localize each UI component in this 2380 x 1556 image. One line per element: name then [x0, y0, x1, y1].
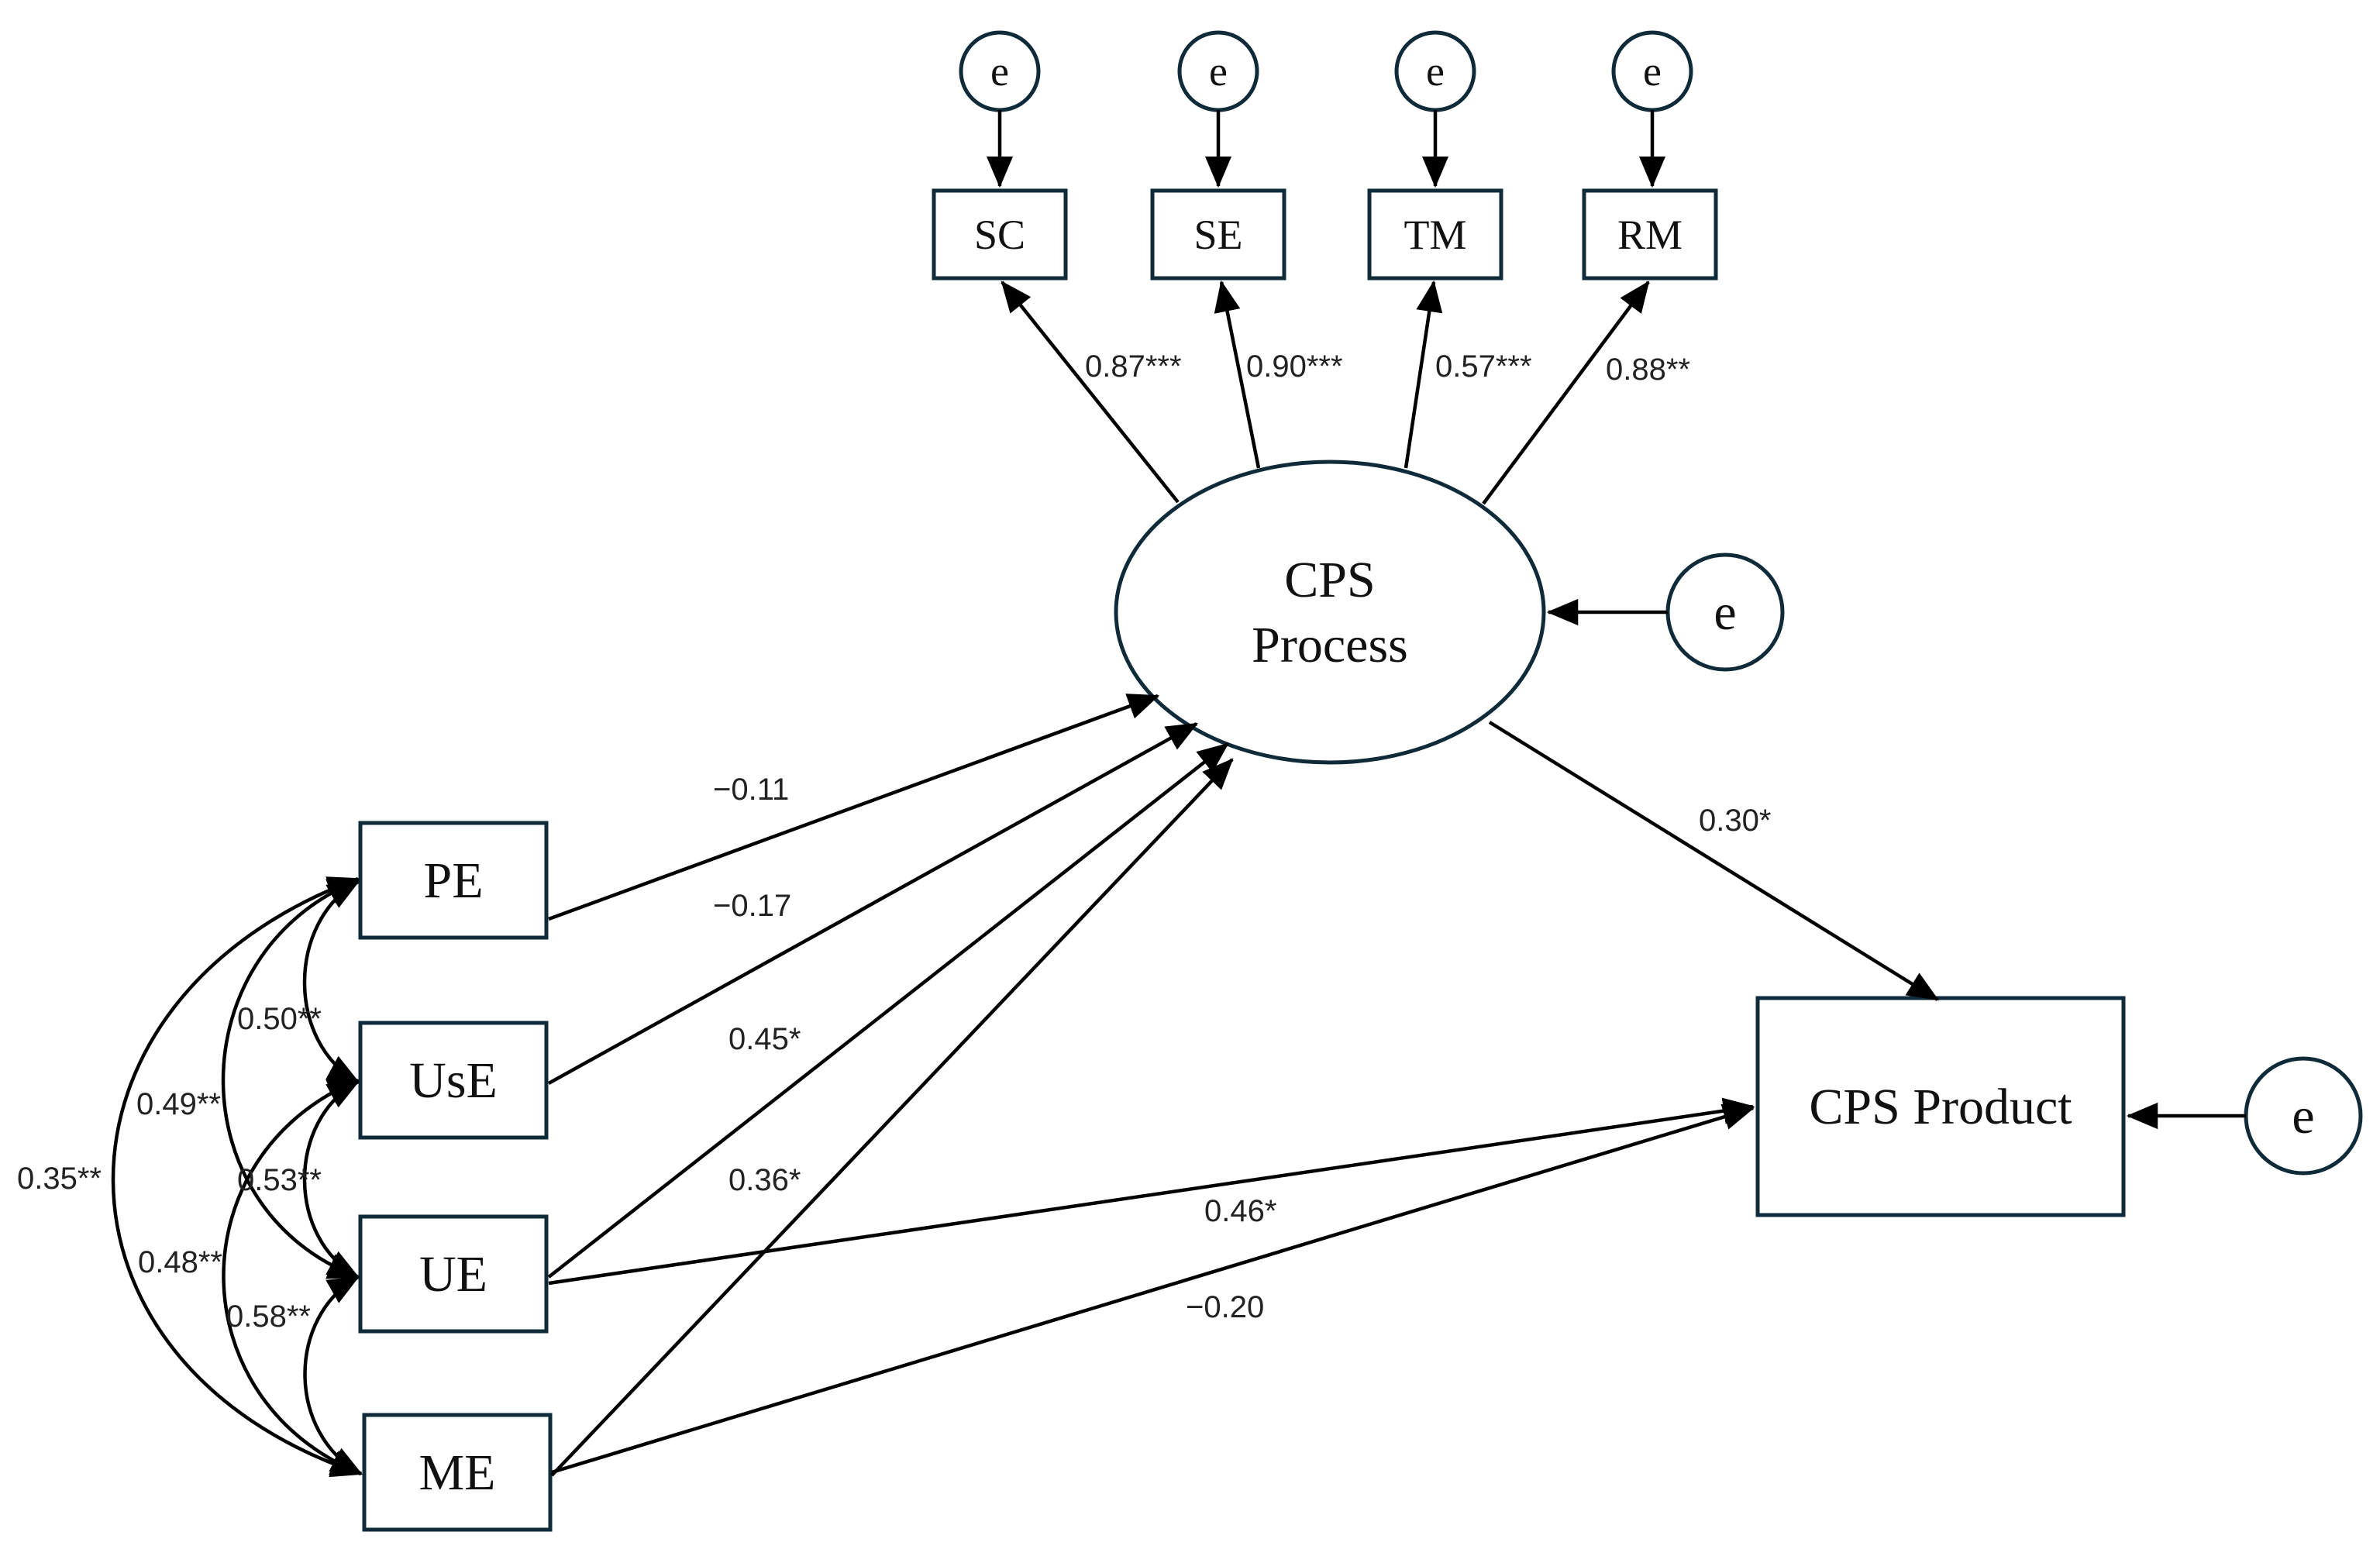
path-use-to-process — [547, 722, 1198, 1085]
predictor-box-ue — [358, 1214, 549, 1334]
predictor-label-me: ME — [419, 1444, 496, 1501]
loading-coef-rm: 0.88** — [1606, 353, 1690, 387]
loading-coef-tm: 0.57*** — [1435, 349, 1532, 384]
indicator-box-sc — [932, 188, 1068, 281]
indicator-label-sc: SC — [974, 212, 1025, 258]
path-pe-to-process — [548, 694, 1160, 921]
loading-arrow-se — [1214, 280, 1261, 469]
correlation-coef-pe-use: 0.50** — [237, 1002, 322, 1036]
cps-process-label-line2: Process — [1252, 617, 1408, 673]
path-ue-to-process — [547, 742, 1229, 1279]
error-label-sc: e — [990, 48, 1009, 95]
predictor-box-me — [362, 1413, 553, 1532]
coef-ue-to-process: 0.45* — [728, 1022, 801, 1056]
loading-arrow-rm — [1482, 281, 1650, 505]
cps-product-label: CPS Product — [1809, 1079, 2072, 1135]
path-process-to-product — [1488, 721, 1939, 1001]
coef-me-to-process: 0.36* — [728, 1163, 801, 1197]
path-me-to-process — [550, 758, 1234, 1477]
indicator-box-rm — [1582, 188, 1718, 281]
coef-process-to-product: 0.30* — [1699, 804, 1771, 838]
correlation-curve-ue-me — [303, 1275, 363, 1475]
error-label-rm: e — [1643, 48, 1662, 95]
error-label-se: e — [1209, 48, 1228, 95]
path-ue-to-product — [548, 1097, 1755, 1286]
coef-me-to-product: −0.20 — [1186, 1290, 1264, 1324]
indicator-box-se — [1150, 188, 1286, 281]
coef-pe-to-process: −0.11 — [713, 773, 789, 807]
error-label-cps-process: e — [1714, 584, 1736, 641]
coef-use-to-process: −0.17 — [713, 889, 791, 923]
correlation-coef-use-ue: 0.53** — [237, 1163, 322, 1197]
cps-product-box — [1755, 996, 2126, 1217]
loading-arrow-sc — [1001, 281, 1180, 504]
error-label-cps-product: e — [2292, 1088, 2314, 1145]
predictor-box-pe — [358, 821, 549, 940]
indicator-label-rm: RM — [1617, 212, 1683, 258]
indicator-label-se: SE — [1193, 212, 1242, 258]
error-label-tm: e — [1426, 48, 1445, 95]
correlation-curve-pe-ue — [221, 878, 360, 1279]
loading-coef-sc: 0.87*** — [1085, 349, 1182, 384]
cps-process-label-line1: CPS — [1284, 552, 1375, 608]
indicator-box-tm — [1367, 188, 1503, 281]
path-me-to-product — [551, 1103, 1755, 1475]
correlation-coef-pe-me: 0.35** — [17, 1162, 102, 1196]
correlation-coef-ue-me: 0.58** — [226, 1300, 311, 1334]
loading-coef-se: 0.90*** — [1246, 349, 1343, 384]
predictor-label-pe: PE — [423, 852, 483, 909]
correlation-curve-pe-use — [302, 880, 360, 1083]
predictor-label-ue: UE — [419, 1246, 487, 1303]
loading-arrow-tm — [1404, 280, 1443, 469]
correlation-coef-pe-ue: 0.49** — [136, 1087, 221, 1121]
correlation-curve-use-me — [222, 1078, 363, 1476]
correlation-coef-use-me: 0.48** — [138, 1245, 222, 1279]
coef-ue-to-product: 0.46* — [1204, 1194, 1276, 1228]
predictor-box-use — [358, 1021, 549, 1140]
predictor-label-use: UsE — [409, 1052, 498, 1109]
correlation-curve-pe-me — [111, 876, 363, 1478]
indicator-label-tm: TM — [1404, 212, 1467, 258]
cps-process-ellipse — [1114, 460, 1546, 765]
